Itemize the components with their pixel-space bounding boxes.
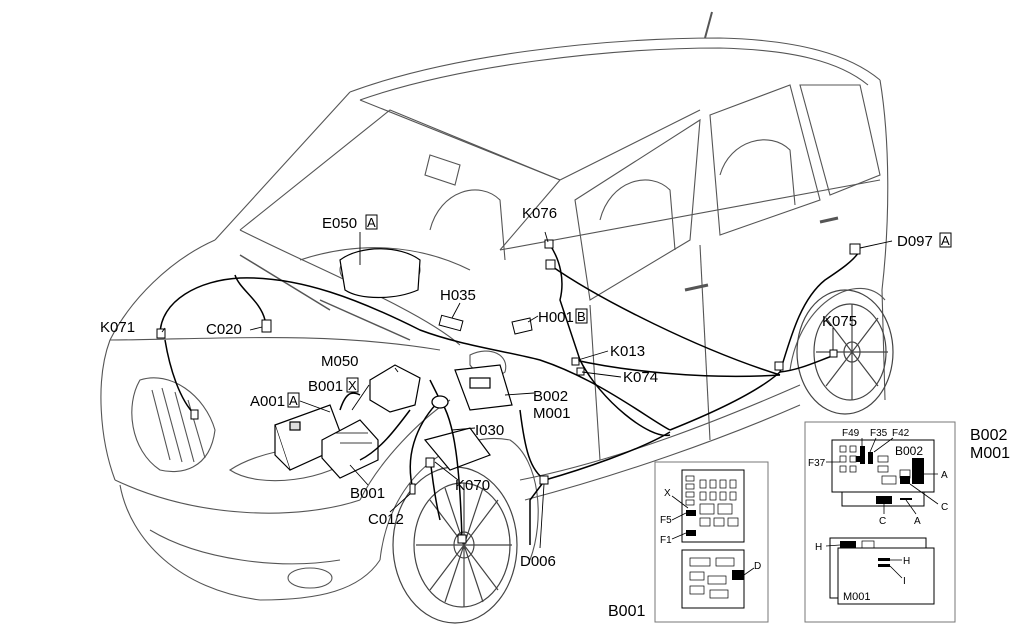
- label-b002: B002: [533, 388, 568, 405]
- label-d097: D097: [897, 233, 933, 250]
- inset-b002-m001-label: M001: [843, 591, 871, 603]
- inset-b001-title: B001: [608, 603, 645, 620]
- inset-b001-label-f5: F5: [660, 515, 672, 526]
- label-h035: H035: [440, 287, 476, 304]
- ecu-m050: [369, 364, 421, 413]
- label-a001: A001: [250, 393, 285, 410]
- inset-b002-label-a-right: A: [941, 470, 948, 481]
- leader-lines: [161, 231, 893, 549]
- label-d097-box: [939, 232, 952, 248]
- inset-b002-label-h-left: H: [815, 542, 822, 553]
- inset-b002-label-f37: F37: [808, 458, 826, 469]
- label-h001-box: [575, 308, 588, 324]
- label-k070: K070: [455, 477, 490, 494]
- inset-b001-label-x: X: [664, 488, 671, 499]
- label-b001: B001: [350, 485, 385, 502]
- label-h001: H001: [538, 309, 574, 326]
- inset-b002-title-line2: M001: [970, 445, 1010, 462]
- wiring-harness: [159, 244, 861, 545]
- inset-b001: X F5 F1 D B001: [608, 461, 769, 623]
- label-e050-suffix: A: [367, 215, 376, 230]
- label-d006: D006: [520, 553, 556, 570]
- ground-point: [431, 395, 449, 409]
- body-computer-b002: [454, 364, 513, 411]
- label-h001-suffix: B: [577, 309, 586, 324]
- inset-b002-m001: F49 F35 F42 F37 B002 A C C A H H I M001 …: [804, 421, 1010, 623]
- label-e050-box: [365, 214, 378, 230]
- car-body-outline: [100, 11, 889, 601]
- small-connectors: [156, 239, 861, 544]
- label-c012: C012: [368, 511, 404, 528]
- inset-b002-label-f42: F42: [892, 428, 910, 439]
- label-b001x: B001: [308, 378, 343, 395]
- inset-b001-label-d: D: [754, 561, 761, 572]
- label-b001x-box: [346, 377, 359, 393]
- label-c020: C020: [206, 321, 242, 338]
- label-m050: M050: [321, 353, 359, 370]
- inset-b002-title-line1: B002: [970, 427, 1007, 444]
- label-k071: K071: [100, 319, 135, 336]
- label-a001-suffix: A: [289, 393, 298, 408]
- abs-unit-k070: [423, 427, 491, 471]
- label-d097-suffix: A: [941, 233, 950, 248]
- connector-h001: [511, 317, 533, 335]
- inset-b002-box-label: B002: [895, 444, 923, 458]
- inset-b002-label-f35: F35: [870, 428, 888, 439]
- inset-b002-label-i: I: [903, 576, 906, 587]
- label-m001: M001: [533, 405, 571, 422]
- label-e050: E050: [322, 215, 357, 232]
- inset-b001-label-f1: F1: [660, 535, 672, 546]
- fuse-box-b001: [321, 419, 379, 479]
- inset-b002-label-h-right: H: [903, 556, 910, 567]
- label-b001x-suffix: X: [348, 378, 357, 393]
- instrument-cluster-e050: [339, 248, 421, 299]
- label-i030: I030: [475, 422, 504, 439]
- label-k074: K074: [623, 369, 658, 386]
- inset-b002-label-f49: F49: [842, 428, 860, 439]
- inset-b002-label-c-right: C: [941, 502, 948, 513]
- inset-b002-label-c-bottom: C: [879, 516, 886, 527]
- inset-b002-label-a-bottom: A: [914, 516, 921, 527]
- label-k075: K075: [822, 313, 857, 330]
- connector-h035: [438, 314, 464, 332]
- label-k076: K076: [522, 205, 557, 222]
- label-a001-box: [287, 392, 300, 408]
- label-k013: K013: [610, 343, 645, 360]
- rear-wheel: [796, 289, 894, 415]
